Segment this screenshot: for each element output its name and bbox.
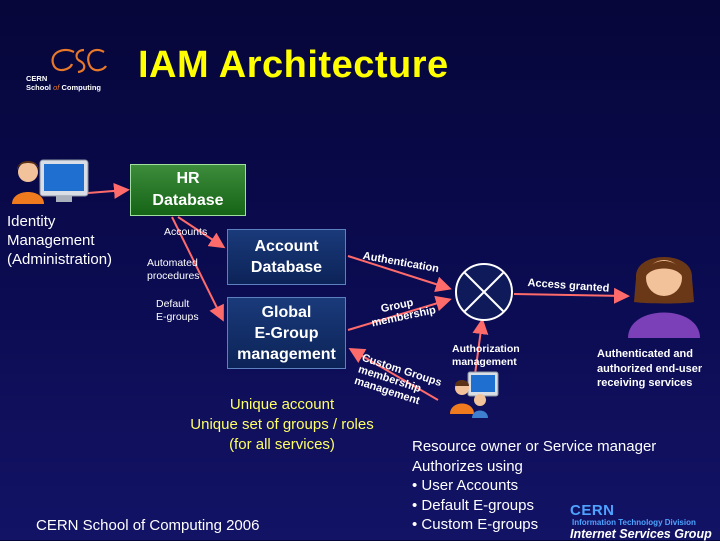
arrow-hr-to-account-db (177, 216, 226, 249)
unique-account-text: Unique account Unique set of groups / ro… (190, 396, 374, 453)
global-egroup-box: Global E-Group management (227, 297, 346, 369)
page-title: IAM Architecture (138, 44, 449, 86)
footer-text: CERN School of Computing 2006 (36, 517, 260, 534)
arrow-authentication (347, 255, 452, 292)
authorization-point-icon (455, 263, 513, 321)
accounts-label: Accounts (164, 226, 208, 238)
hr-database-box: HR Database (130, 164, 246, 216)
authenticated-user-label: Authenticated and authorized end-user re… (597, 348, 703, 389)
arrow-hr-to-egroup (171, 216, 224, 322)
end-user-icon (628, 257, 700, 338)
default-egroups-label: Default E-groups (156, 298, 199, 323)
arrow-custom-groups (348, 347, 439, 401)
csc-logo-icon (51, 48, 107, 74)
resource-owner-text: Resource owner or Service manager Author… (412, 438, 657, 533)
arrow-admin-to-hr (87, 182, 130, 199)
automated-procedures-label: Automated procedures (147, 257, 200, 282)
arrow-group-membership (347, 295, 452, 331)
admin-user-icon (12, 159, 89, 204)
arrow-access-granted (513, 287, 630, 304)
logo-line-cern: CERN (26, 74, 48, 83)
resource-owner-icon (450, 371, 499, 418)
csc-logo-text: CERN School of Computing (26, 74, 101, 92)
cern-logo: CERN Information Technology Division Int… (570, 502, 712, 541)
account-database-box: Account Database (227, 229, 346, 285)
authorization-management-label: Authorization management (452, 343, 520, 368)
identity-management-label: Identity Management (Administration) (7, 213, 113, 268)
logo-line-school: School of Computing (26, 83, 102, 92)
